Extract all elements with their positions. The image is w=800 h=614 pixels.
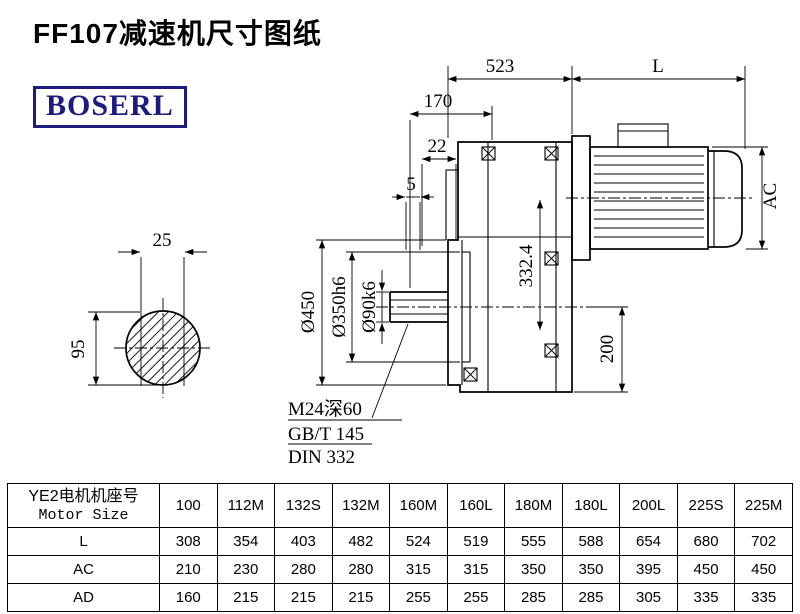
table-col-header: 225S	[676, 483, 736, 528]
table-cell: 482	[331, 527, 391, 556]
table-col-header: 180M	[504, 483, 563, 528]
dim-dia90k6: Ø90k6	[359, 281, 380, 333]
page-title: FF107减速机尺寸图纸	[33, 18, 322, 49]
table-cell: 210	[159, 555, 218, 584]
dimension-lines	[288, 66, 768, 445]
dim-95: 95	[68, 340, 89, 359]
table-cell: 215	[274, 583, 333, 612]
table-cell: 215	[331, 583, 391, 612]
table-col-header: 160L	[446, 483, 506, 528]
table-cell: 308	[159, 527, 218, 556]
dim-332-4: 332.4	[516, 244, 537, 287]
brand-text: BOSERL	[46, 89, 174, 122]
table-col-header: 132S	[274, 483, 333, 528]
table-cell: 450	[734, 555, 793, 584]
table-col-header: 132M	[331, 483, 391, 528]
table-cell: 350	[561, 555, 621, 584]
table-cell: 403	[274, 527, 333, 556]
technical-drawing: 25 95	[68, 56, 781, 468]
table-col-header: 160M	[389, 483, 448, 528]
table-cell: 524	[389, 527, 448, 556]
table-cell: 285	[561, 583, 621, 612]
table-cell: 702	[734, 527, 793, 556]
note-din-standard: DIN 332	[288, 447, 355, 468]
dim-5: 5	[406, 174, 416, 195]
note-tapped-hole: M24深60	[288, 398, 362, 420]
table-cell: 255	[389, 583, 448, 612]
shaft-end-view	[88, 248, 212, 398]
gearbox-housing	[376, 141, 752, 393]
table-cell: 305	[619, 583, 678, 612]
row-label: AD	[7, 583, 160, 612]
header-cn: YE2电机机座号	[28, 487, 139, 505]
dim-22: 22	[428, 136, 447, 157]
table-cell: 335	[734, 583, 793, 612]
table-cell: 280	[274, 555, 333, 584]
dim-L: L	[652, 56, 664, 77]
dim-AC: AC	[760, 183, 781, 209]
table-cell: 354	[216, 527, 276, 556]
table-col-header: 225M	[734, 483, 793, 528]
row-label: L	[7, 527, 160, 556]
dim-dia350h6: Ø350h6	[329, 276, 350, 337]
table-corner-header: YE2电机机座号 Motor Size	[7, 483, 160, 528]
table-cell: 654	[619, 527, 678, 556]
table-cell: 588	[561, 527, 621, 556]
table-row-L: L 308 354 403 482 524 519 555 588 654 68…	[7, 527, 793, 556]
table-cell: 350	[504, 555, 563, 584]
header-en: Motor Size	[38, 506, 129, 524]
table-cell: 285	[504, 583, 563, 612]
table-cell: 255	[446, 583, 506, 612]
table-cell: 680	[676, 527, 736, 556]
table-row-AD: AD 160 215 215 215 255 255 285 285 305 3…	[7, 583, 793, 612]
dim-25: 25	[153, 230, 172, 251]
note-gb-standard: GB/T 145	[288, 424, 364, 445]
table-col-header: 200L	[619, 483, 678, 528]
shaft-bore-circle	[125, 310, 201, 386]
table-cell: 215	[216, 583, 276, 612]
dim-dia450: Ø450	[298, 291, 319, 333]
row-label: AC	[7, 555, 160, 584]
table-cell: 230	[216, 555, 276, 584]
table-cell: 450	[676, 555, 736, 584]
terminal-box	[617, 123, 669, 148]
dim-200: 200	[597, 335, 618, 364]
motor-size-table: YE2电机机座号 Motor Size 100 112M 132S 132M 1…	[7, 483, 793, 612]
table-col-header: 112M	[216, 483, 276, 528]
table-col-header: 100	[159, 483, 218, 528]
table-cell: 395	[619, 555, 678, 584]
table-col-header: 180L	[561, 483, 621, 528]
table-cell: 315	[389, 555, 448, 584]
table-cell: 335	[676, 583, 736, 612]
table-cell: 315	[446, 555, 506, 584]
table-cell: 160	[159, 583, 218, 612]
table-header-row: YE2电机机座号 Motor Size 100 112M 132S 132M 1…	[7, 483, 793, 528]
fan-cover	[708, 150, 743, 248]
table-cell: 555	[504, 527, 563, 556]
table-row-AC: AC 210 230 280 280 315 315 350 350 395 4…	[7, 555, 793, 584]
motor	[571, 123, 743, 261]
table-cell: 280	[331, 555, 391, 584]
brand-logo: BOSERL	[33, 86, 187, 128]
dim-523: 523	[486, 56, 515, 77]
table-cell: 519	[446, 527, 506, 556]
dim-170: 170	[424, 91, 453, 112]
